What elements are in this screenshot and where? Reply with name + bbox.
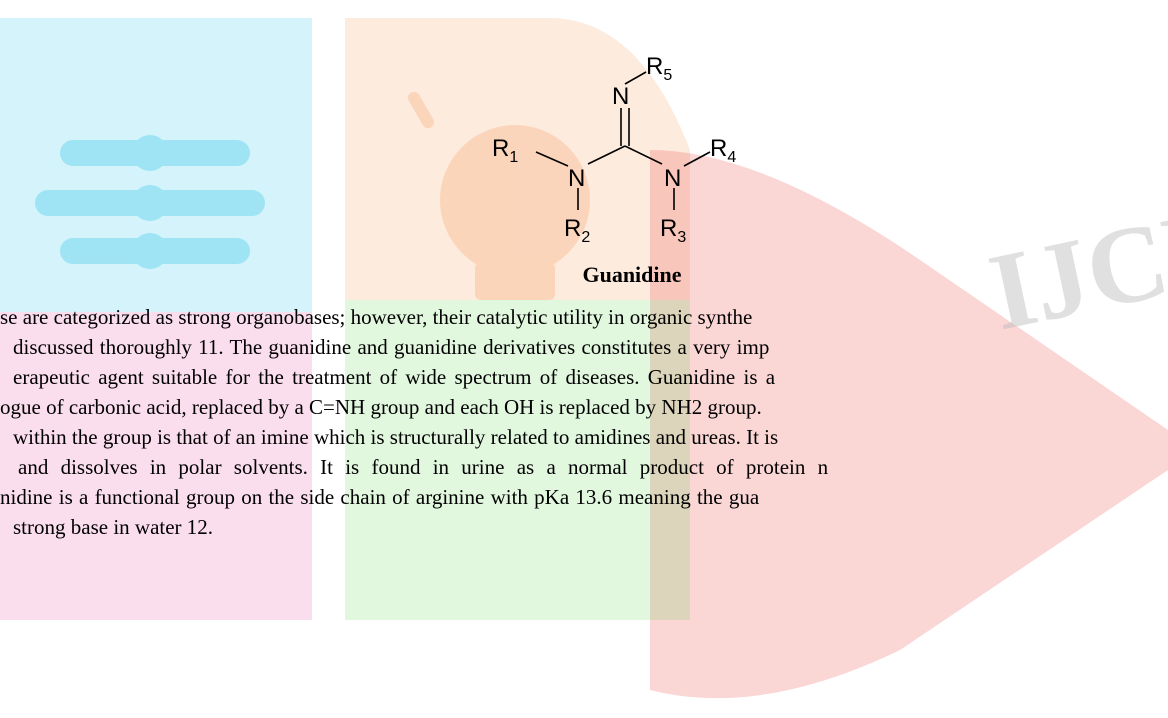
watermark-blue-panel: [0, 18, 312, 312]
group-r5: R5: [646, 53, 672, 84]
bond-n-r4: [683, 151, 711, 167]
bond-c-n-left: [587, 145, 626, 165]
paragraph-line: erapeutic agent suitable for the treatme…: [13, 365, 776, 389]
watermark-lettering: IJCRT: [980, 166, 1168, 353]
group-r2: R2: [564, 215, 590, 246]
paragraph-line: discussed thoroughly 11. The guanidine a…: [13, 335, 770, 359]
group-r3: R3: [660, 215, 686, 246]
cloud-circuit-icon: [35, 135, 265, 269]
bond-r1-n: [535, 151, 569, 167]
watermark-green-block: [345, 300, 690, 620]
paragraph-line: and dissolves in polar solvents. It is f…: [18, 455, 829, 479]
paragraph-line: se are categorized as strong organobases…: [0, 305, 753, 329]
paragraph-line: nidine is a functional group on the side…: [0, 485, 760, 509]
watermark-red-triangle: [650, 150, 1168, 699]
bond-n5-r5: [624, 71, 647, 85]
watermark-orange-panel: [345, 18, 690, 300]
group-r4: R4: [710, 135, 736, 166]
watermark-magenta-block: [0, 312, 312, 620]
lightbulb-icon: [408, 91, 590, 300]
atom-n-right: N: [664, 165, 681, 192]
paragraph-line: ogue of carbonic acid, replaced by a C=N…: [0, 395, 762, 419]
guanidine-structure: N N N R5 R1 R4 R2 R3: [492, 53, 736, 246]
paragraph-line: strong base in water 12.: [13, 515, 214, 539]
bond-c-n-right: [624, 145, 663, 165]
paragraph-line: within the group is that of an imine whi…: [13, 425, 779, 449]
atom-n-top: N: [612, 83, 629, 110]
group-r1: R1: [492, 135, 518, 166]
atom-n-left: N: [568, 165, 585, 192]
figure-caption: Guanidine: [582, 262, 682, 287]
